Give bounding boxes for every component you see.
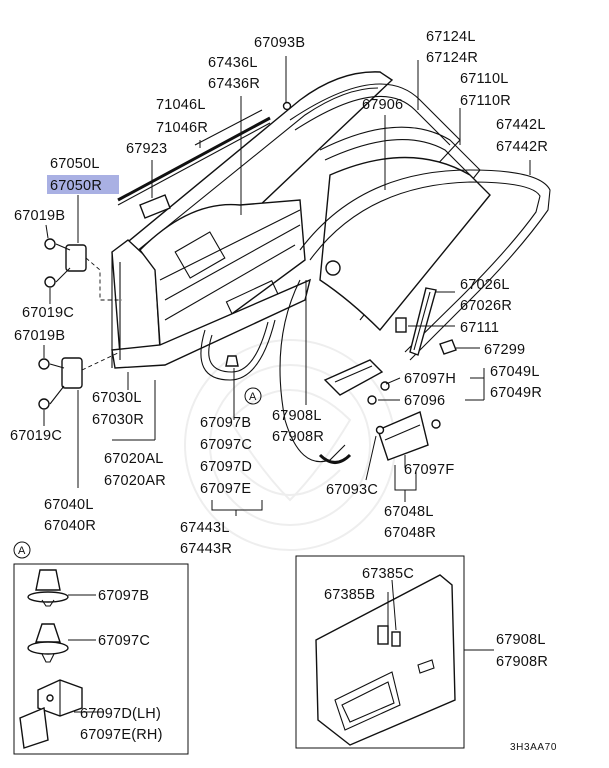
label-67096: 67096	[404, 393, 445, 409]
highlight-67050r	[47, 175, 119, 194]
regulator-motor	[377, 411, 441, 461]
label-67908l-box: 67908L	[496, 632, 546, 648]
ref-circle-a-inset	[13, 541, 31, 559]
label-67908l-top: 67908L	[272, 408, 322, 424]
label-67019c-upper: 67019C	[22, 305, 74, 321]
inset-label-67097c: 67097C	[98, 633, 150, 649]
label-67443r: 67443R	[180, 541, 232, 557]
pad-67923	[139, 194, 171, 219]
ref-label-a: A	[249, 391, 257, 403]
label-71046r: 71046R	[156, 120, 208, 136]
label-67097b: 67097B	[200, 415, 251, 431]
door-assembly	[111, 71, 394, 369]
label-67030r: 67030R	[92, 412, 144, 428]
diagram-code: 3H3AA70	[510, 742, 557, 753]
label-67110r: 67110R	[460, 93, 511, 109]
inset-label-67097b: 67097B	[98, 588, 149, 604]
label-71046l: 71046L	[156, 97, 206, 113]
bolt-67093C	[375, 425, 385, 435]
door-lock	[323, 359, 390, 405]
label-67906: 67906	[362, 97, 403, 113]
label-67093c: 67093C	[326, 482, 378, 498]
label-67443l: 67443L	[180, 520, 230, 536]
label-67097e: 67097E	[200, 481, 251, 497]
division-bar	[395, 287, 457, 356]
label-67019b-upper: 67019B	[14, 208, 65, 224]
label-67020ar: 67020AR	[104, 473, 166, 489]
label-67093b-top: 67093B	[254, 35, 305, 51]
hinge-lower	[38, 357, 83, 410]
label-67097f: 67097F	[404, 462, 454, 478]
label-67050r: 67050R	[50, 178, 102, 194]
label-67049l: 67049L	[490, 364, 540, 380]
label-67048l: 67048L	[384, 504, 434, 520]
glass-and-weatherstrips	[200, 83, 551, 464]
label-67040r: 67040R	[44, 518, 96, 534]
label-67124r: 67124R	[426, 50, 478, 66]
inset-label-67097e: 67097E(RH)	[80, 727, 163, 743]
bracket-67097d-icon	[19, 679, 83, 749]
inset-label-67097d: 67097D(LH)	[80, 706, 161, 722]
label-67124l: 67124L	[426, 29, 476, 45]
hinge-upper	[44, 238, 87, 288]
belt-moulding	[117, 109, 271, 206]
label-67110l: 67110L	[460, 71, 509, 87]
label-67019c-lower: 67019C	[10, 428, 62, 444]
label-67442l: 67442L	[496, 117, 546, 133]
label-67030l: 67030L	[92, 390, 142, 406]
clip-67097	[225, 355, 239, 367]
label-67908r-box: 67908R	[496, 654, 548, 670]
label-67097h: 67097H	[404, 371, 456, 387]
label-67097c: 67097C	[200, 437, 252, 453]
label-67385b: 67385B	[324, 587, 375, 603]
bolt-67093B	[282, 101, 292, 111]
label-67442r: 67442R	[496, 139, 548, 155]
label-67436r: 67436R	[208, 76, 260, 92]
label-67111: 67111	[460, 320, 499, 336]
label-67299: 67299	[484, 342, 525, 358]
label-67908r-top: 67908R	[272, 429, 324, 445]
label-67020al: 67020AL	[104, 451, 163, 467]
clip-67097c-icon	[27, 623, 69, 663]
label-67923: 67923	[126, 141, 167, 157]
callout-labels: 67093B 67436L 67436R 71046L 71046R 67923…	[10, 29, 548, 557]
label-67040l: 67040L	[44, 497, 94, 513]
label-67026l: 67026L	[460, 277, 510, 293]
label-67049r: 67049R	[490, 385, 542, 401]
trim-panel-box: 67385C 67385B 67908L 67908R	[295, 555, 548, 749]
label-67050l: 67050L	[50, 156, 100, 172]
leader-lines	[43, 56, 531, 516]
label-67097d: 67097D	[200, 459, 252, 475]
label-67019b-lower: 67019B	[14, 328, 65, 344]
ref-circle-a	[244, 387, 262, 405]
label-67385c: 67385C	[362, 566, 414, 582]
label-67048r: 67048R	[384, 525, 436, 541]
ref-label-a-inset: A	[18, 545, 26, 557]
inset-a: A 67097B 67097C 67097D(LH) 67097E(RH)	[13, 541, 189, 755]
label-67436l: 67436L	[208, 55, 258, 71]
clip-67097b-icon	[27, 569, 69, 607]
label-67026r: 67026R	[460, 298, 512, 314]
